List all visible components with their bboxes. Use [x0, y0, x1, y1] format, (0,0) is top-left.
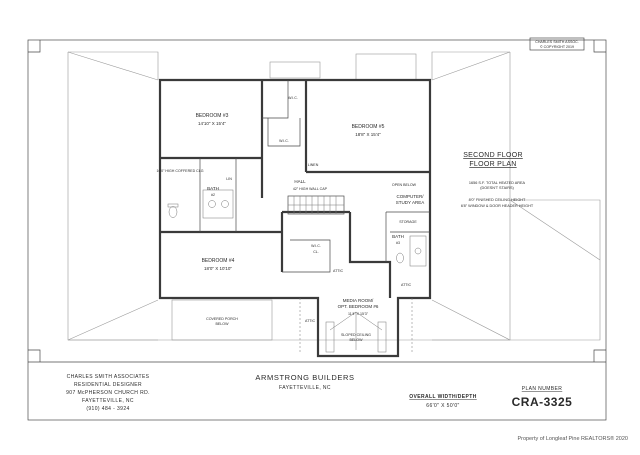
closet-cl-label: CL. [313, 250, 319, 254]
bath3-number: #3 [396, 241, 400, 245]
designer-phone: (910) 484 - 3924 [86, 406, 129, 412]
builder-name: ARMSTRONG BUILDERS [255, 373, 354, 382]
designer-address: 907 McPHERSON CHURCH RD. [66, 390, 150, 396]
area-note: 1656 S.F. TOTAL HEATED AREA [469, 181, 526, 185]
designer-role: RESIDENTIAL DESIGNER [74, 382, 142, 388]
bedroom3-label: BEDROOM #3 [196, 113, 229, 119]
overall-size-value: 66'0" X 50'0" [426, 403, 459, 409]
bedroom3-dims: 14'10" X 15'4" [198, 121, 226, 126]
attic-note: ATTIC [333, 269, 344, 273]
plan-title-line1: SECOND FLOOR [463, 152, 523, 159]
roof-dormer [355, 53, 417, 81]
covered-porch-note: COVERED PORCH [206, 317, 238, 321]
bath2-label: BATH [207, 186, 219, 191]
copyright-box [529, 37, 585, 51]
linen-label: LIN [226, 177, 232, 181]
bedroom4-dims: 18'0" X 10'10" [204, 266, 232, 271]
media-room-label: MEDIA ROOM/ [343, 298, 374, 303]
interior-wall [348, 238, 392, 298]
bath-walls [385, 212, 430, 262]
designer-city: FAYETTEVILLE, NC [82, 398, 134, 404]
hall-label: HALL [294, 179, 306, 184]
corner-mark [28, 40, 41, 53]
interior-wall [160, 80, 430, 198]
media-ceiling-below-note: BELOW [350, 338, 364, 342]
plan-number-label: PLAN NUMBER [522, 386, 563, 392]
ceiling-height-note: 8'0" FINISHED CEILING HEIGHT [469, 198, 526, 202]
linen-closet-label: LINEN [308, 163, 319, 167]
closet-wic-label: W.I.C. [311, 244, 321, 248]
closet-walls [262, 80, 301, 147]
covered-porch-below-note: BELOW [216, 322, 230, 326]
copyright-line1: CHARLES SMITH ASSOC. [535, 40, 579, 44]
media-room-label-2: OPT. BEDROOM #6 [338, 304, 379, 309]
area-note-2: (DOESN'T STAIRS) [480, 186, 514, 190]
corner-mark [593, 40, 606, 53]
roof-hip-line [67, 51, 511, 341]
bedroom5-label: BEDROOM #5 [352, 124, 385, 130]
bath2-fixtures [167, 189, 234, 219]
interior-wall [160, 210, 352, 272]
sheet-border [27, 39, 607, 421]
lower-roof-outline [431, 51, 511, 341]
copyright-line2: © COPYRIGHT 2019 [540, 45, 574, 49]
wall-cap-note: 42" HIGH WALL CAP [293, 187, 328, 191]
media-room-dims: 11'4" X 15'3" [348, 312, 369, 316]
media-ceiling-note: SLOPED CEILING [341, 333, 371, 337]
coffered-ceiling-note: 10'0" HIGH COFFERED CLG [156, 169, 203, 173]
staircase [287, 195, 345, 215]
wic-label: W.I.C. [288, 96, 298, 100]
roof-hip-line [509, 199, 601, 261]
designer-name: CHARLES SMITH ASSOCIATES [67, 374, 150, 380]
plan-number: CRA-3325 [512, 395, 573, 409]
bedroom4-label: BEDROOM #4 [202, 258, 235, 264]
corner-mark [28, 349, 41, 362]
open-below-note: OPEN BELOW [392, 183, 417, 187]
listing-watermark: Property of Longleaf Pine REALTORS® 2020 [517, 436, 628, 442]
attic-boundary [299, 298, 413, 352]
wic-label: W.I.C. [279, 139, 289, 143]
bedroom5-dims: 18'8" X 15'4" [355, 132, 381, 137]
attic-note: ATTIC [305, 319, 316, 323]
attic-note: ATTIC [401, 283, 412, 287]
closet-walls [282, 239, 331, 273]
computer-area-label-2: STUDY AREA [396, 200, 424, 205]
builder-city: FAYETTEVILLE, NC [279, 385, 331, 391]
bath2-number: #2 [211, 193, 215, 197]
exterior-walls [158, 78, 432, 358]
covered-porch-outline [171, 299, 273, 341]
bath3-label: BATH [392, 234, 404, 239]
overall-size-label: OVERALL WIDTH/DEPTH [409, 394, 477, 400]
lower-roof-outline [67, 51, 159, 341]
bath3-fixtures [396, 235, 427, 267]
storage-label: STORAGE [399, 220, 417, 224]
computer-area-label: COMPUTER/ [397, 194, 425, 199]
bath-walls [199, 158, 237, 232]
media-room-ceiling [325, 311, 387, 353]
plan-title-line2: FLOOR PLAN [469, 161, 516, 168]
corner-mark [593, 349, 606, 362]
roof-dormer [269, 61, 321, 79]
header-height-note: 6'8" WINDOW & DOOR HEADER HEIGHT [461, 204, 534, 208]
